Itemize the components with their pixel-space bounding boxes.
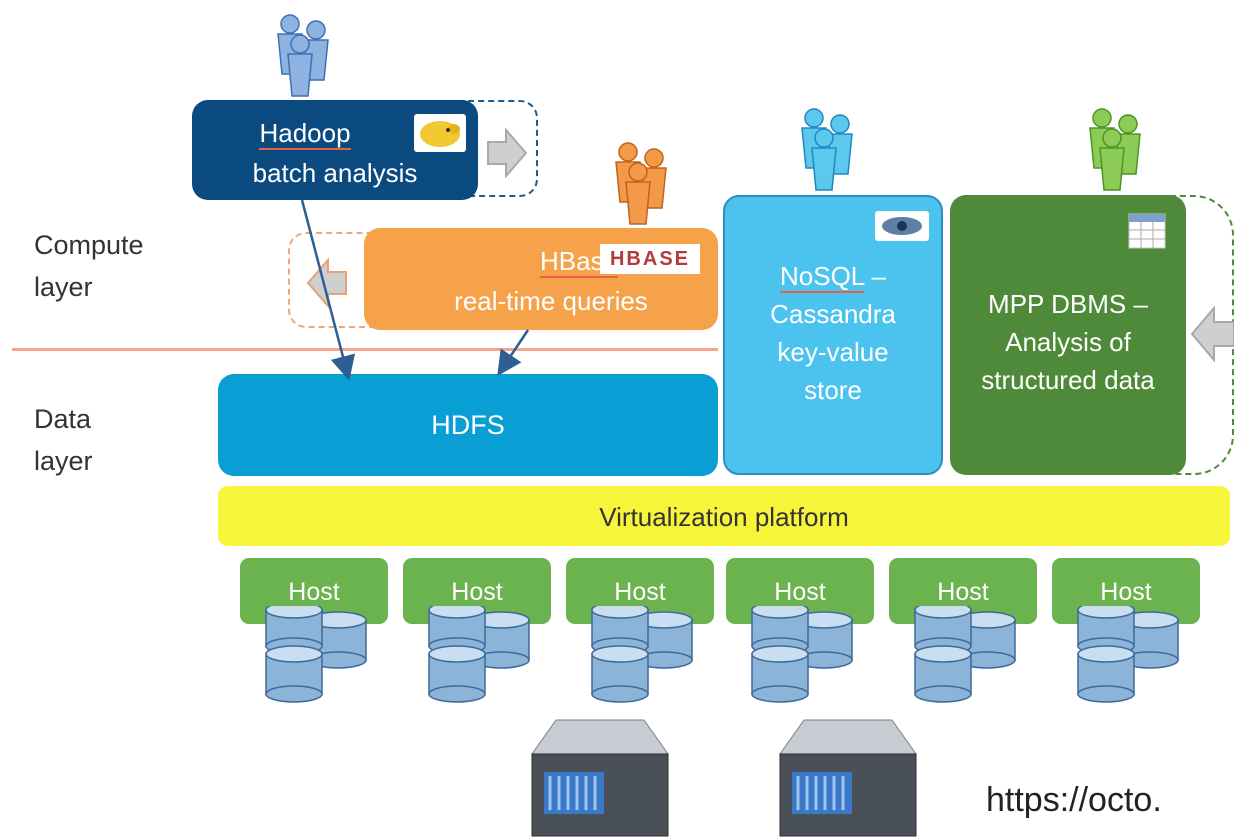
hdfs-label: HDFS <box>431 410 505 440</box>
source-url[interactable]: https://octo. <box>986 781 1162 819</box>
nosql-line3: key-value <box>777 337 889 367</box>
mpp-box: MPP DBMS – Analysis of structured data <box>950 195 1186 475</box>
hdfs-box: HDFS <box>218 374 718 476</box>
hadoop-title: Hadoop <box>259 118 351 150</box>
mpp-line1: MPP DBMS – <box>988 289 1148 319</box>
mpp-line3: structured data <box>981 365 1155 395</box>
database-stack-icon <box>428 606 530 703</box>
mpp-line2: Analysis of <box>1005 327 1131 357</box>
hbase-box: HBase HBASE real-time queries <box>364 228 718 330</box>
users-green-icon <box>1089 108 1141 191</box>
left-arrow-icon <box>306 258 347 308</box>
left-arrow-icon <box>1190 306 1234 362</box>
nosql-line2: Cassandra <box>770 299 896 329</box>
nosql-title-dash: – <box>864 261 886 291</box>
cassandra-eye-icon <box>875 211 929 241</box>
users-cyan-icon <box>801 108 853 191</box>
data-layer-label: Data layer <box>34 404 93 476</box>
nosql-line4: store <box>804 375 862 405</box>
database-stack-icon <box>751 606 853 703</box>
users-blue-icon <box>277 14 329 97</box>
nosql-box: NoSQL – Cassandra key-value store <box>723 195 943 475</box>
database-stack-icon <box>914 606 1016 703</box>
hadoop-box: Hadoop batch analysis <box>192 100 478 200</box>
server-icon <box>779 719 917 837</box>
server-icon <box>531 719 669 837</box>
right-arrow-icon <box>487 128 528 178</box>
layer-divider <box>12 348 718 351</box>
hadoop-elephant-icon <box>414 114 466 152</box>
database-stack-icon <box>591 606 693 703</box>
users-orange-icon <box>615 142 667 225</box>
virtualization-platform: Virtualization platform <box>218 486 1230 546</box>
nosql-title: NoSQL <box>780 261 865 293</box>
hadoop-subtitle: batch analysis <box>252 158 418 188</box>
table-icon <box>1128 213 1166 249</box>
database-stack-icon <box>1077 606 1179 703</box>
hbase-logo: HBASE <box>600 244 700 274</box>
compute-layer-label: Compute layer <box>34 230 144 302</box>
hbase-subtitle: real-time queries <box>454 286 648 316</box>
database-stack-icon <box>265 606 367 703</box>
